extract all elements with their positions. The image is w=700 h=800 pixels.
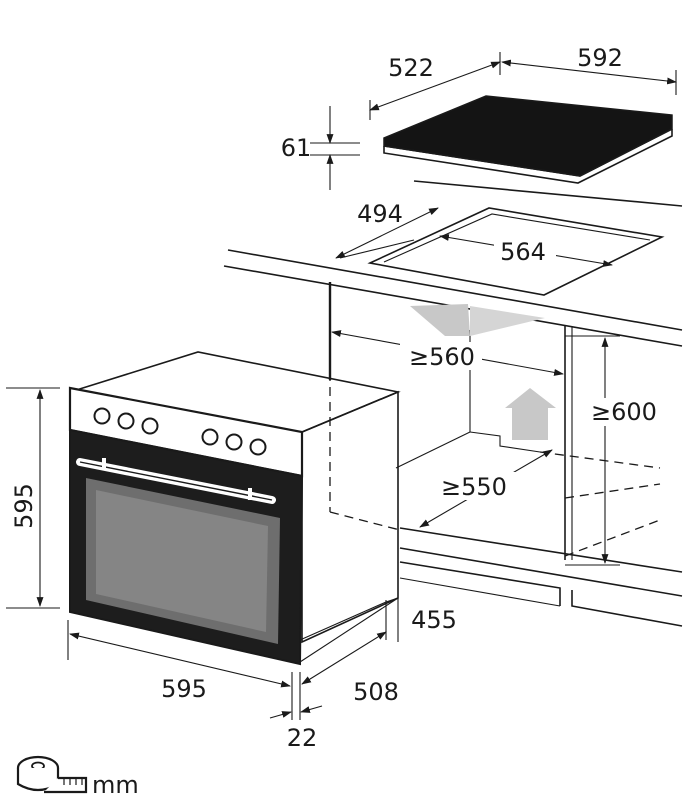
- oven-width-label: 595: [161, 675, 207, 703]
- cutout-depth-label: 494: [357, 200, 403, 228]
- vent-shading: [410, 304, 470, 336]
- knob-icon: [141, 417, 159, 435]
- knob-icon: [249, 438, 267, 456]
- hob-depth-line: [369, 61, 501, 111]
- unit-label: mm: [92, 771, 139, 799]
- vent-arrow-icon: [505, 388, 556, 440]
- knob-icon: [117, 412, 135, 430]
- tape-measure-icon: [16, 755, 88, 794]
- oven-body-depth-label: 455: [411, 606, 457, 634]
- hob-glass-top: [383, 95, 673, 177]
- hob-depth-label: 522: [388, 54, 434, 82]
- hob-height-label: 61: [281, 134, 312, 162]
- oven-front-projection-label: 22: [287, 724, 318, 752]
- cabinet-min-depth-label: ≥550: [441, 473, 507, 501]
- oven: [68, 351, 401, 666]
- cutout-width-label: 564: [500, 238, 546, 266]
- cutout-depth-line: [335, 207, 439, 259]
- hob-width-label: 592: [577, 44, 623, 72]
- oven-dimensions: 595 595 22 508 455: [6, 387, 457, 752]
- cabinet-dimensions: ≥560 ≥600 ≥550: [331, 330, 668, 566]
- knob-icon: [225, 433, 243, 451]
- oven-depth-line: [301, 631, 387, 685]
- oven-depth-label: 508: [353, 678, 399, 706]
- knob-icon: [93, 407, 111, 425]
- hob: [383, 95, 673, 184]
- oven-height-label: 595: [10, 483, 38, 529]
- cabinet-min-width-label: ≥560: [409, 343, 475, 371]
- oven-knobs: [93, 407, 267, 456]
- hob-dimensions: 522 592 61: [281, 44, 677, 190]
- oven-width-line: [69, 632, 291, 688]
- cabinet: [328, 282, 683, 627]
- hob-width-line: [501, 59, 677, 85]
- worktop-cutout: [367, 207, 665, 296]
- cabinet-min-height-label: ≥600: [591, 398, 657, 426]
- worktop: 494 564: [223, 180, 683, 347]
- knob-icon: [201, 428, 219, 446]
- hob-frame: [383, 128, 673, 184]
